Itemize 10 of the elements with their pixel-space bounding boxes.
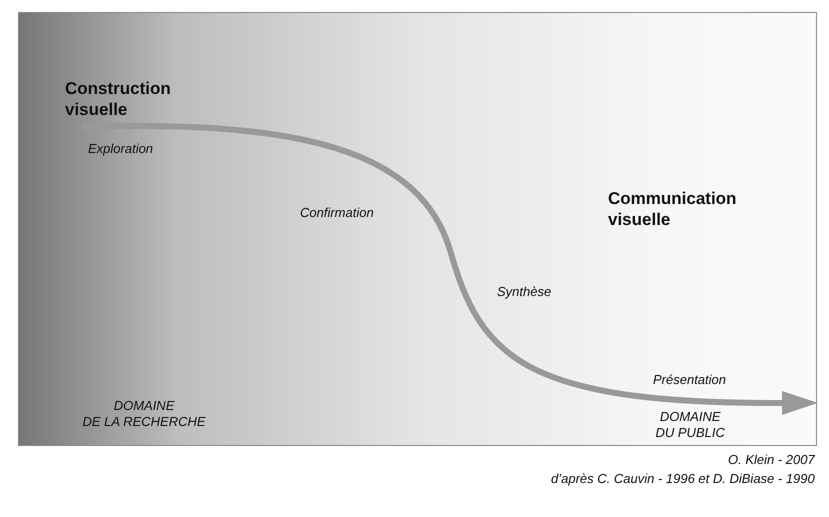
stage-label: Exploration xyxy=(88,141,154,158)
domain-label: DOMAINE DU PUBLIC xyxy=(656,409,725,442)
credit-line: d’après C. Cauvin - 1996 et D. DiBiase - 1990 xyxy=(551,471,815,488)
domain-label: DOMAINE DE LA RECHERCHE xyxy=(82,398,206,430)
stage-label: Synthèse xyxy=(497,284,552,300)
stage-label: Confirmation xyxy=(300,205,374,222)
stage-label: Présentation xyxy=(653,372,726,388)
heading: Construction visuelle xyxy=(65,78,171,120)
heading: Communication visuelle xyxy=(608,188,736,230)
credit-line: O. Klein - 2007 xyxy=(728,452,815,468)
